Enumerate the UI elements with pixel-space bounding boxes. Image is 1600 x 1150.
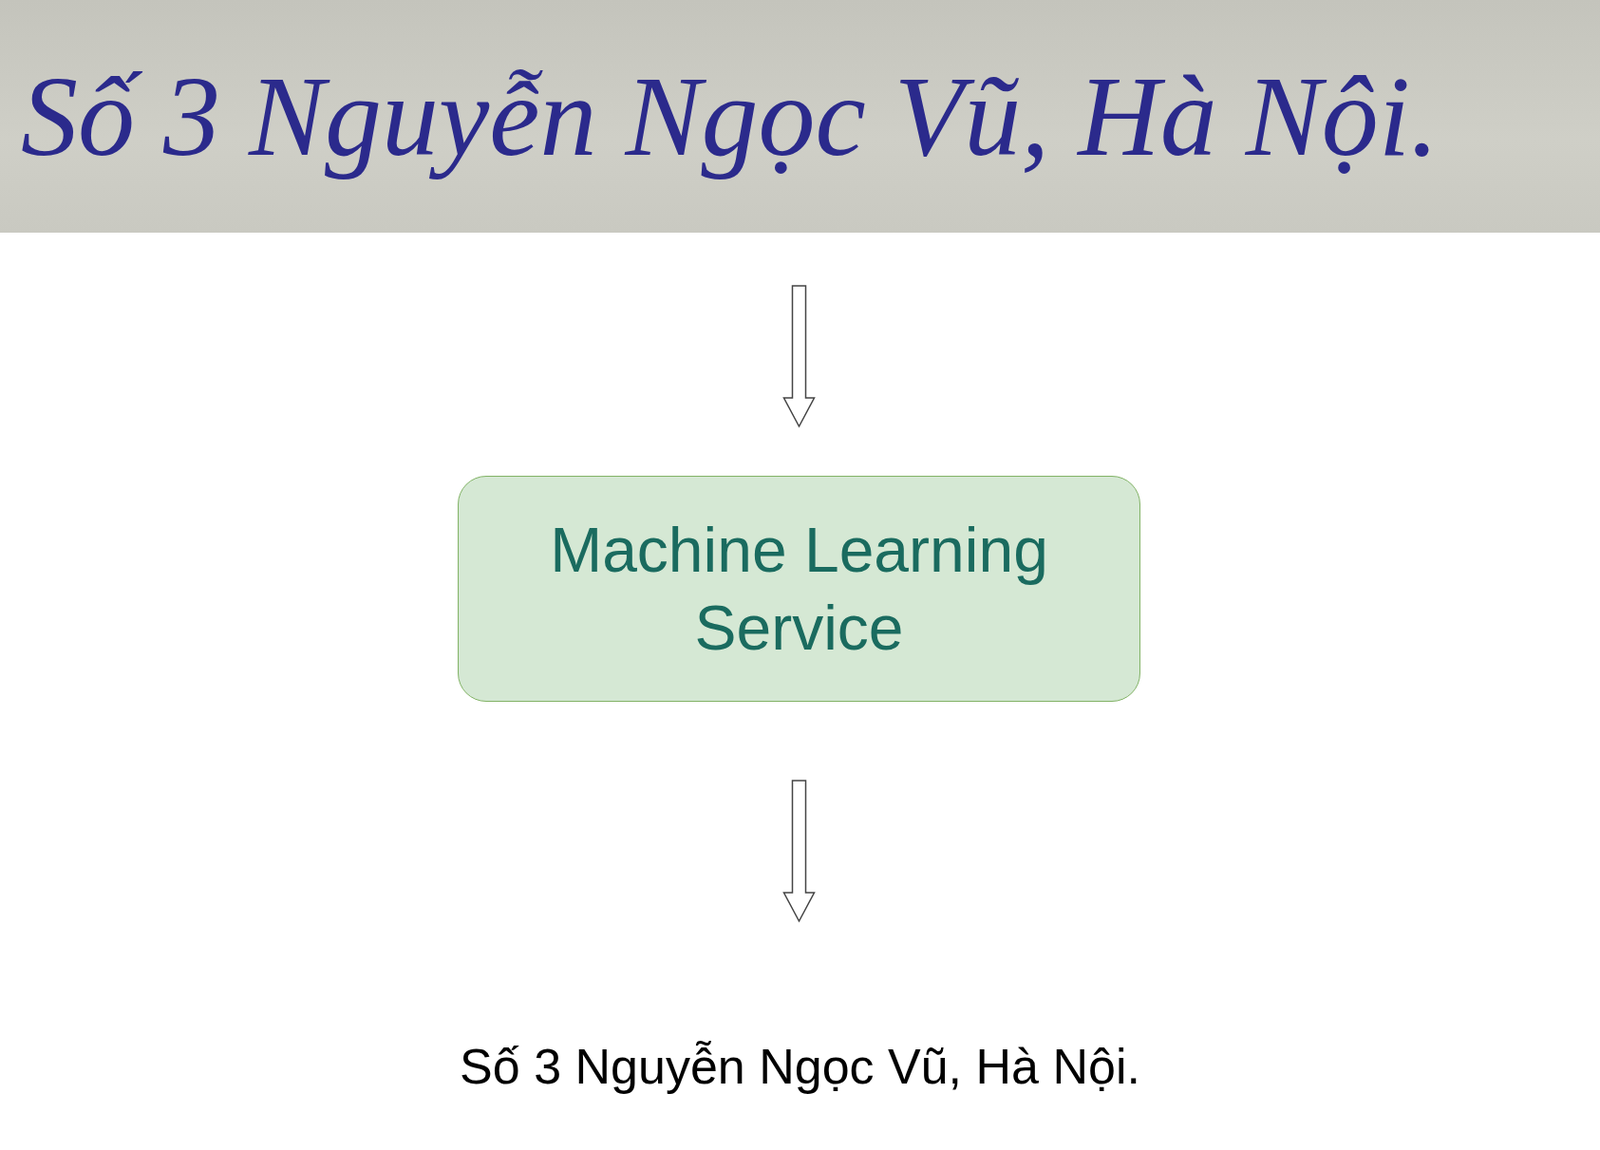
output-text: Số 3 Nguyễn Ngọc Vũ, Hà Nội. xyxy=(0,1036,1600,1096)
process-box: Machine Learning Service xyxy=(457,475,1141,702)
hollow-arrow xyxy=(784,780,815,922)
hollow-arrow xyxy=(784,285,815,427)
box-label: Machine Learning Service xyxy=(496,510,1102,668)
handwritten-text: Số 3 Nguyễn Ngọc Vũ, Hà Nội. xyxy=(20,54,1439,180)
handwriting-photo: Số 3 Nguyễn Ngọc Vũ, Hà Nội. xyxy=(0,0,1600,233)
